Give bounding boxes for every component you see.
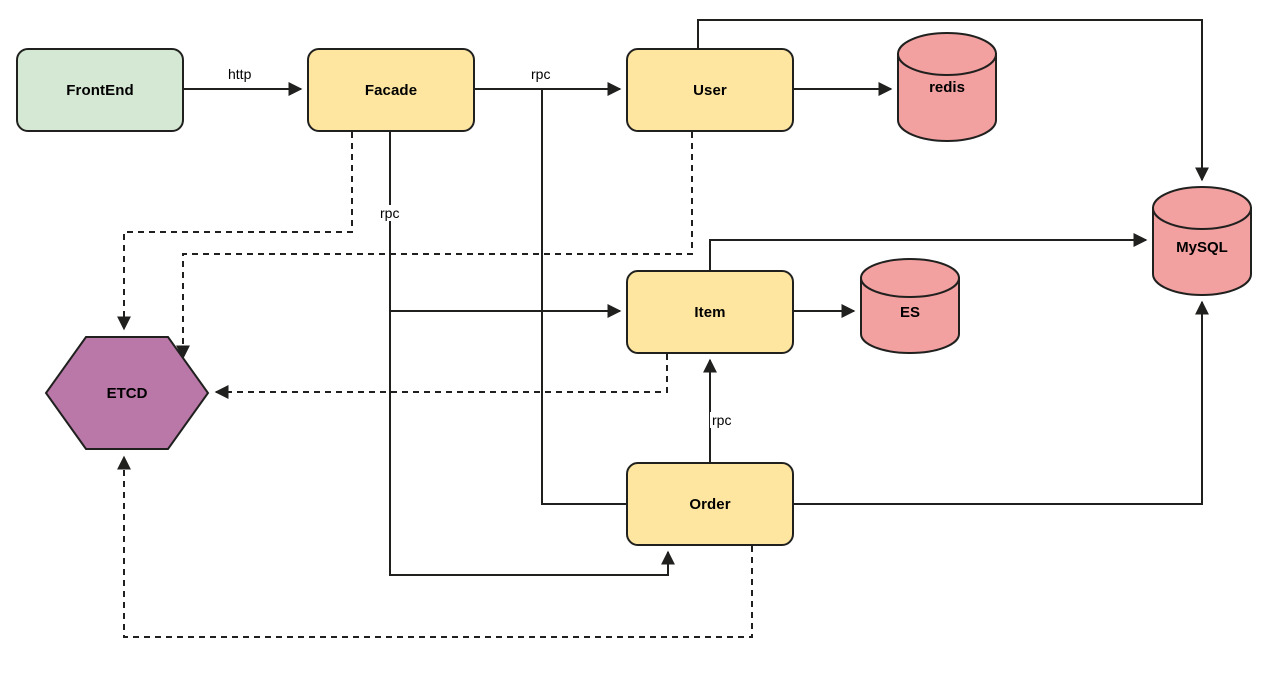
cylinder-shape	[1152, 186, 1252, 296]
edge-label-rpc-order-item: rpc	[710, 412, 734, 428]
edge-order-mysql	[794, 300, 1209, 505]
edge-facade-item	[389, 132, 622, 318]
node-order-label: Order	[689, 495, 731, 513]
node-mysql[interactable]	[1152, 186, 1252, 296]
edge-label-rpc-facade-item: rpc	[378, 205, 402, 221]
cylinder-shape	[897, 32, 997, 142]
edge-user-etcd	[176, 132, 693, 360]
node-user[interactable]: User	[626, 48, 794, 132]
cylinder-shape	[860, 258, 960, 354]
node-facade[interactable]: Facade	[307, 48, 475, 132]
edge-label-http: http	[226, 66, 254, 82]
node-item[interactable]: Item	[626, 270, 794, 354]
node-frontend-label: FrontEnd	[66, 81, 134, 99]
edge-facade-etcd	[117, 132, 353, 331]
edge-label-rpc-facade-user: rpc	[529, 66, 553, 82]
node-redis[interactable]	[897, 32, 997, 142]
hexagon-shape	[44, 336, 210, 450]
node-user-label: User	[693, 81, 727, 99]
node-es[interactable]	[860, 258, 960, 354]
node-order[interactable]: Order	[626, 462, 794, 546]
node-etcd[interactable]	[44, 335, 210, 451]
node-item-label: Item	[694, 303, 726, 321]
node-facade-label: Facade	[364, 81, 418, 99]
edge-item-etcd	[214, 354, 668, 399]
edge-facade-order	[541, 89, 626, 505]
node-frontend[interactable]: FrontEnd	[16, 48, 184, 132]
